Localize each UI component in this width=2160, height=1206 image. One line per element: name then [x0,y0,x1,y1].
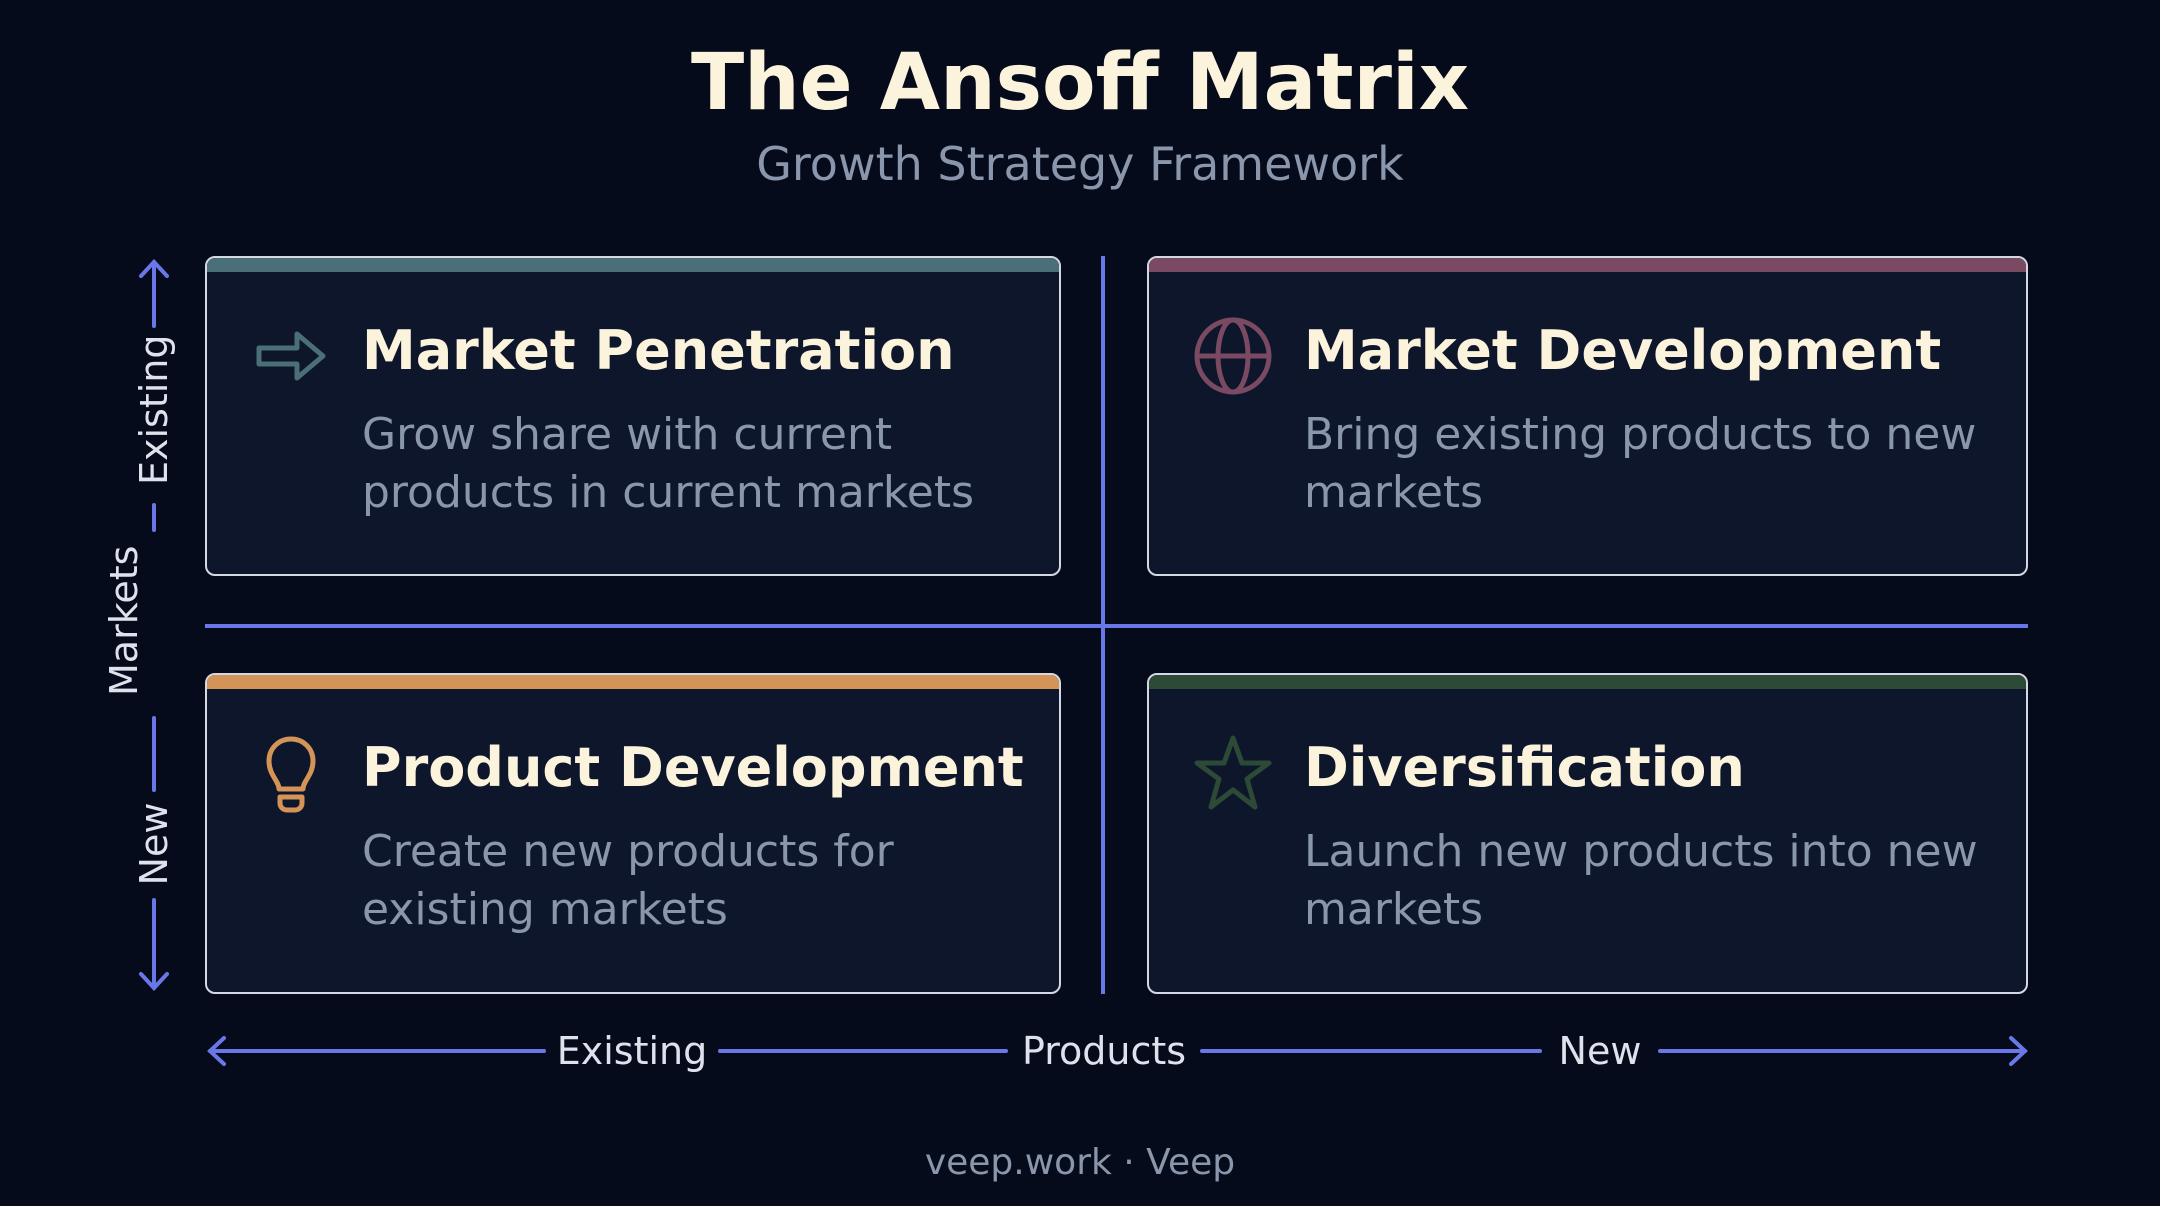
quadrant-description: Launch new products into new markets [1304,826,1978,935]
x-axis-end-label: New [1558,1029,1642,1073]
quadrant-title: Product Development [362,736,1024,799]
horizontal-divider [205,624,2028,628]
star-icon [1191,731,1275,815]
y-axis-label: Markets [102,545,146,696]
quadrant-product-development: Product Development Create new products … [205,673,1061,994]
arrow-right-icon [249,314,333,398]
quadrant-description: Bring existing products to new markets [1304,409,1977,518]
quadrant-title: Market Penetration [362,319,955,382]
x-axis-start-label: Existing [556,1029,708,1073]
page-title: The Ansoff Matrix [690,38,1470,128]
vertical-divider [1101,256,1105,994]
x-axis-label: Products [1021,1029,1187,1073]
y-axis-end-label: New [132,802,176,886]
quadrant-market-penetration: Market Penetration Grow share with curre… [205,256,1061,576]
quadrant-title: Diversification [1304,736,1745,799]
page-subtitle: Growth Strategy Framework [756,137,1404,191]
footer-credit: veep.work · Veep [924,1142,1236,1183]
quadrant-accent-bar [1149,258,2026,272]
quadrant-accent-bar [207,258,1059,272]
y-axis-start-label: Existing [132,334,176,485]
quadrant-accent-bar [207,675,1059,689]
quadrant-accent-bar [1149,675,2026,689]
quadrant-description: Grow share with current products in curr… [362,409,975,518]
lightbulb-icon [249,731,333,815]
quadrant-title: Market Development [1304,319,1942,382]
quadrant-diversification: Diversification Launch new products into… [1147,673,2028,994]
globe-icon [1191,314,1275,398]
quadrant-description: Create new products for existing markets [362,826,894,935]
quadrant-market-development: Market Development Bring existing produc… [1147,256,2028,576]
